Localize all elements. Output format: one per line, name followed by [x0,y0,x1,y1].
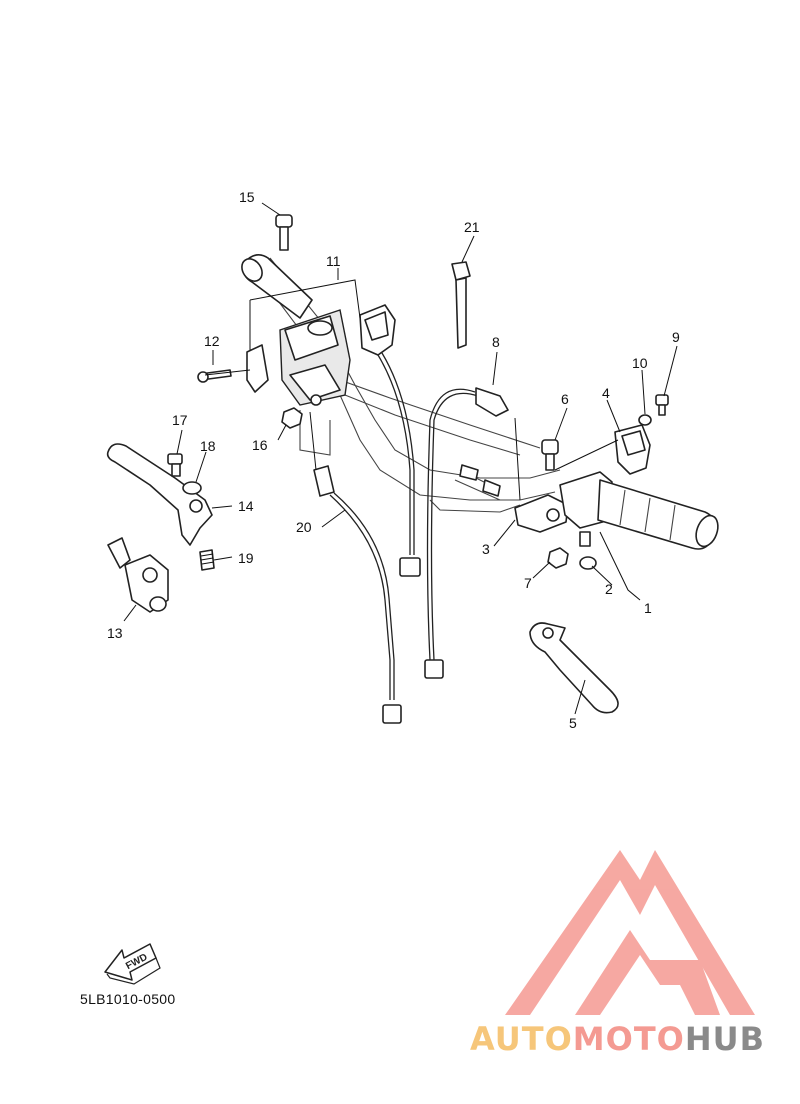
washer-10 [638,414,652,426]
callout-7: 7 [524,575,532,591]
leader-lines [123,202,678,715]
bolt-6 [541,439,559,471]
left-switch-wire [377,352,421,577]
callout-13: 13 [107,625,123,641]
nut-7 [547,547,569,569]
brand-part-moto: MOTO [572,1020,685,1058]
left-grip [241,254,313,319]
cable-tie-21 [451,261,471,349]
left-switch-assembly [279,309,351,406]
callout-9: 9 [672,329,680,345]
callout-12: 12 [204,333,220,349]
brake-switch-8 [424,387,509,679]
switch-clamp [359,304,396,356]
callout-15: 15 [239,189,255,205]
collar-18 [182,481,202,495]
callout-19: 19 [238,550,254,566]
throttle-cables [454,464,501,501]
callout-4: 4 [602,385,610,401]
callout-18: 18 [200,438,216,454]
clutch-lever-14 [106,443,213,546]
screw-9 [655,394,669,416]
callout-5: 5 [569,715,577,731]
fwd-arrow-icon: FWD [104,943,161,985]
lever-holder-13 [107,537,169,613]
bracket-12 [197,344,269,393]
callout-16: 16 [252,437,268,453]
callout-3: 3 [482,541,490,557]
callout-6: 6 [561,391,569,407]
callout-20: 20 [296,519,312,535]
brand-part-auto: AUTO [470,1020,573,1058]
callout-8: 8 [492,334,500,350]
callout-14: 14 [238,498,254,514]
callout-10: 10 [632,355,648,371]
bolt-2 [579,531,597,570]
callout-17: 17 [172,412,188,428]
wire-20 [309,411,402,724]
callout-1: 1 [644,600,652,616]
bolt-17 [167,453,183,477]
callout-11: 11 [326,253,341,269]
brand-part-hub: HUB [684,1020,766,1058]
throttle-grip [597,479,719,550]
callout-2: 2 [605,581,613,597]
callout-21: 21 [464,219,480,235]
master-cylinder [514,471,613,533]
nut-16 [281,407,303,429]
spring-19 [199,549,215,571]
clamp-4 [614,424,651,475]
watermark-brand: AUTOMOTOHUB [470,1020,765,1058]
callout-labels: 1 2 3 4 5 6 7 8 9 10 11 12 13 14 15 16 1… [107,189,680,731]
screw-15 [275,214,293,251]
drawing-code: 5LB1010-0500 [80,991,176,1007]
brake-lever-5 [529,622,619,714]
automotohub-logo-icon [505,850,755,1015]
